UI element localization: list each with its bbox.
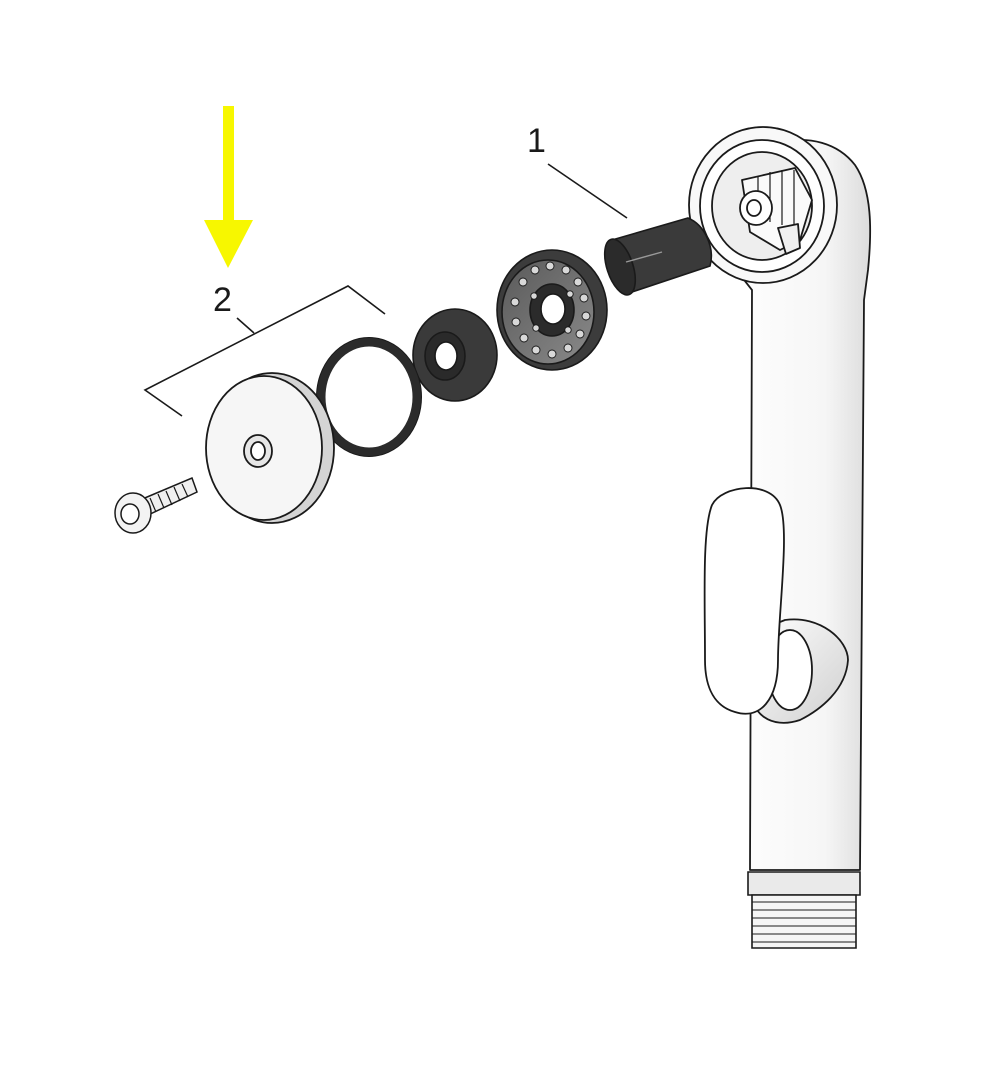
callout-label-2: 2	[213, 281, 232, 319]
threaded-connector	[747, 871, 861, 949]
down-arrow-icon	[204, 106, 253, 268]
callout-label-1: 1	[527, 122, 546, 160]
o-ring	[316, 337, 422, 457]
callout-leader-1	[547, 163, 628, 219]
spray-face-plate	[205, 372, 335, 524]
trigger-lever	[703, 487, 849, 724]
callout-bracket-2	[143, 285, 386, 417]
cartridge-sleeve	[603, 217, 712, 296]
spray-dial	[496, 249, 608, 371]
gasket-washer	[412, 308, 498, 402]
screw	[114, 476, 198, 534]
